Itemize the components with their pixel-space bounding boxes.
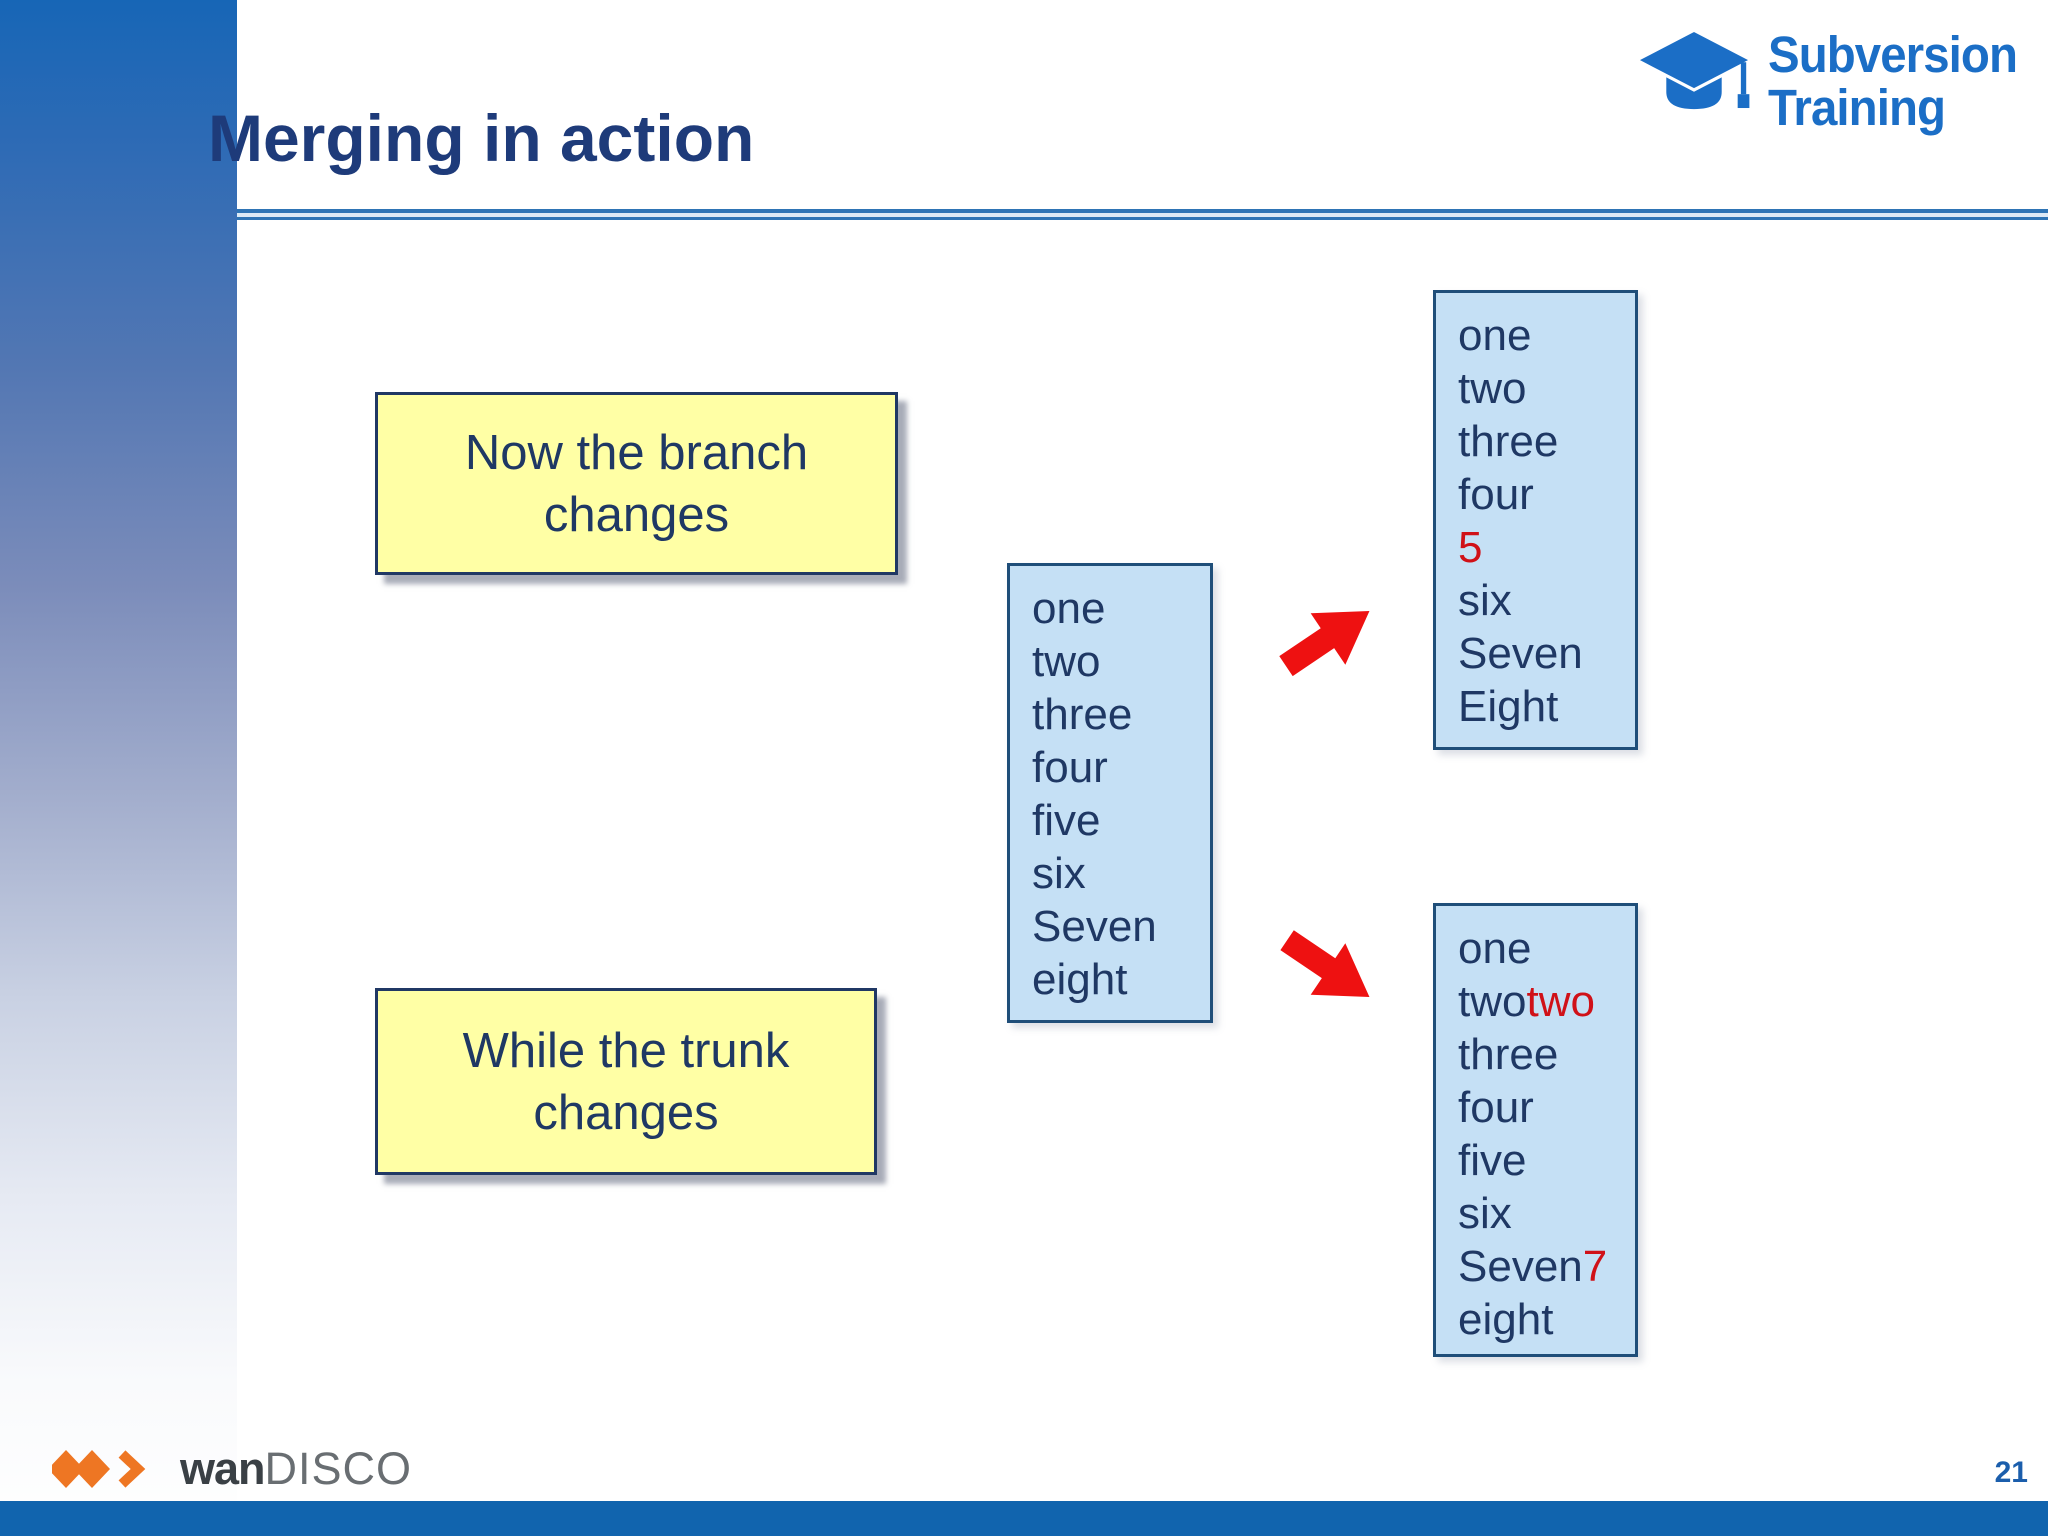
file-line: Seven <box>1032 902 1157 951</box>
file-line: four <box>1458 470 1534 519</box>
callout-branch-line-1: Now the branch <box>464 425 809 480</box>
logo-line-1: Subversion <box>1768 26 2018 83</box>
file-line: three <box>1458 417 1559 466</box>
file-line: eight <box>1032 955 1128 1004</box>
file-line: one <box>1032 584 1106 633</box>
merge-arrow-up-icon <box>1263 580 1393 697</box>
file-line: twotwo <box>1458 977 1595 1026</box>
file-line: four <box>1032 743 1108 792</box>
file-line: two <box>1458 364 1527 413</box>
file-line: Seven7 <box>1458 1242 1608 1291</box>
wandisco-wordmark-bold: wan <box>180 1443 266 1494</box>
logo-line-2: Training <box>1768 79 1946 136</box>
page-title: Merging in action <box>208 101 755 175</box>
logo-wordmark: Subversion Training <box>1768 26 2018 136</box>
callout-trunk-line-2: changes <box>533 1085 719 1140</box>
file-line: four <box>1458 1083 1534 1132</box>
file-line: eight <box>1458 1295 1554 1344</box>
callout-branch-line-2: changes <box>543 487 730 542</box>
file-line: two <box>1032 637 1101 686</box>
callout-trunk-changes: While the trunk changes <box>375 988 877 1175</box>
file-line: Eight <box>1458 682 1559 731</box>
file-line: five <box>1032 796 1101 845</box>
wandisco-wordmark-light: DISCO <box>264 1443 413 1494</box>
title-underline <box>237 209 2048 220</box>
sidebar-gradient <box>0 0 237 1536</box>
file-line: five <box>1458 1136 1527 1185</box>
bottom-bar <box>0 1501 2048 1536</box>
file-line: three <box>1032 690 1133 739</box>
file-line: 5 <box>1458 523 1483 572</box>
file-line: six <box>1458 1189 1512 1238</box>
merge-arrow-down-icon <box>1263 910 1393 1027</box>
callout-trunk-line-1: While the trunk <box>462 1023 790 1078</box>
file-line: three <box>1458 1030 1559 1079</box>
file-line: six <box>1032 849 1086 898</box>
wandisco-arrows-icon <box>52 1450 146 1488</box>
graduation-cap-icon <box>1633 28 1755 110</box>
page-number: 21 <box>1994 1456 2028 1489</box>
file-line: six <box>1458 576 1512 625</box>
callout-branch-changes: Now the branch changes <box>375 392 898 575</box>
file-line: one <box>1458 311 1532 360</box>
file-line: Seven <box>1458 629 1583 678</box>
subversion-training-logo: Subversion Training <box>1630 26 2036 134</box>
file-line: one <box>1458 924 1532 973</box>
